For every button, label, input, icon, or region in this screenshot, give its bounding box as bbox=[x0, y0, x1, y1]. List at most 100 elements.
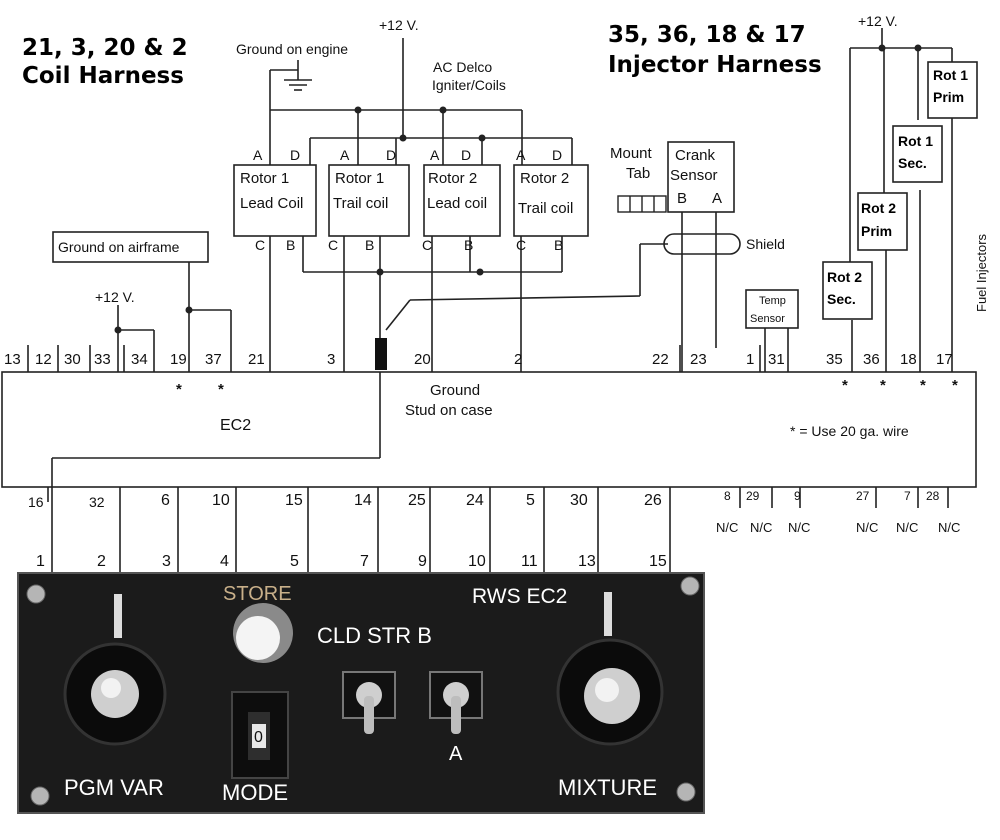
coil-label-line2: Lead coil bbox=[427, 195, 487, 212]
wire-asterisk: * bbox=[952, 377, 958, 394]
cld-str-toggle[interactable] bbox=[342, 671, 396, 734]
panel-pin: 4 bbox=[220, 553, 229, 570]
panel-pin: 2 bbox=[97, 553, 106, 570]
plus12-top-label: +12 V. bbox=[379, 17, 419, 33]
ground-stud-label-1: Ground bbox=[430, 382, 480, 399]
ec2-top-pin: 2 bbox=[514, 351, 522, 368]
screw-icon bbox=[680, 576, 700, 596]
injector-label-line1: Rot 1 bbox=[933, 67, 968, 83]
pgm-var-label: PGM VAR bbox=[64, 775, 164, 800]
ec2-top-pin: 18 bbox=[900, 351, 917, 368]
panel-pin: 11 bbox=[521, 553, 538, 570]
injector-harness-heading-1: 35, 36, 18 & 17 bbox=[608, 22, 806, 48]
ec2-bottom-pin: 10 bbox=[212, 492, 230, 509]
injector-label-line1: Rot 1 bbox=[898, 133, 933, 149]
coil-terminal-label: B bbox=[286, 237, 295, 253]
ec2-bottom-pin: 16 bbox=[28, 494, 44, 510]
ec2-label: EC2 bbox=[220, 417, 251, 434]
temp-sensor-box bbox=[745, 289, 799, 329]
ground-airframe-box bbox=[52, 231, 209, 263]
ec2-top-pin: 30 bbox=[64, 351, 81, 368]
shield-sleeve bbox=[663, 233, 741, 255]
ec2-top-pin: 21 bbox=[248, 351, 265, 368]
ec2-top-pin: 22 bbox=[652, 351, 669, 368]
crank-pin-b: B bbox=[677, 190, 687, 207]
store-button[interactable] bbox=[233, 603, 293, 663]
ec2-bottom-pin: 5 bbox=[526, 492, 535, 509]
knob-pointer-mark bbox=[114, 594, 122, 638]
ec2-bottom-pin: 9 bbox=[794, 489, 801, 503]
crank-pin-a: A bbox=[712, 190, 722, 207]
ground-airframe-label: Ground on airframe bbox=[58, 239, 180, 255]
coil-label-line1: Rotor 1 bbox=[335, 170, 384, 187]
pgm-var-knob[interactable] bbox=[63, 642, 167, 746]
b-a-toggle[interactable] bbox=[429, 671, 483, 734]
ec2-top-pin: 20 bbox=[414, 351, 431, 368]
panel-pin: 9 bbox=[418, 553, 427, 570]
mode-label: MODE bbox=[222, 780, 288, 805]
coil-terminal-label: A bbox=[340, 147, 350, 163]
ec2-bottom-pin: 32 bbox=[89, 494, 105, 510]
mount-tab-label-2: Tab bbox=[626, 165, 650, 182]
ec2-top-pin: 33 bbox=[94, 351, 111, 368]
injector-box-rot1-prim bbox=[927, 61, 978, 119]
ground-stud-post bbox=[375, 338, 387, 370]
nc-label: N/C bbox=[896, 520, 918, 535]
nc-label: N/C bbox=[788, 520, 810, 535]
coil-terminal-label: A bbox=[430, 147, 440, 163]
plus12-left-label: +12 V. bbox=[95, 289, 135, 305]
injector-label-line1: Rot 2 bbox=[827, 269, 862, 285]
coil-harness-heading-1: 21, 3, 20 & 2 bbox=[22, 35, 188, 61]
injector-box-rot2-prim bbox=[857, 192, 908, 251]
shield-label: Shield bbox=[746, 236, 785, 252]
ec2-bottom-pin: 7 bbox=[904, 489, 911, 503]
injector-harness-heading-2: Injector Harness bbox=[608, 52, 822, 78]
ac-delco-label-1: AC Delco bbox=[433, 59, 492, 75]
coil-label-line1: Rotor 2 bbox=[428, 170, 477, 187]
coil-label-line1: Rotor 2 bbox=[520, 170, 569, 187]
panel-pin: 15 bbox=[649, 553, 667, 570]
ec2-top-pin: 23 bbox=[690, 351, 707, 368]
coil-terminal-label: D bbox=[386, 147, 396, 163]
coil-terminal-label: D bbox=[461, 147, 471, 163]
coil-terminal-label: A bbox=[516, 147, 526, 163]
coil-terminal-label: C bbox=[516, 237, 526, 253]
coil-label-line2: Trail coil bbox=[518, 200, 573, 217]
ec2-bottom-pin: 6 bbox=[161, 492, 170, 509]
coil-terminal-label: D bbox=[290, 147, 300, 163]
ec2-top-pin: 1 bbox=[746, 351, 754, 368]
ec2-bottom-pin: 25 bbox=[408, 492, 426, 509]
wire-asterisk: * bbox=[920, 377, 926, 394]
wire-asterisk: * bbox=[218, 381, 224, 398]
temp-sensor-label-2: Sensor bbox=[750, 313, 785, 325]
panel-pin: 10 bbox=[468, 553, 486, 570]
screw-icon bbox=[26, 584, 46, 604]
store-label: STORE bbox=[223, 583, 292, 605]
ec2-top-pin: 34 bbox=[131, 351, 148, 368]
ec2-top-pin: 3 bbox=[327, 351, 335, 368]
coil-terminal-label: B bbox=[365, 237, 374, 253]
wire-asterisk: * bbox=[176, 381, 182, 398]
panel-pin: 5 bbox=[290, 553, 299, 570]
injector-box-rot2-sec bbox=[822, 261, 873, 320]
ec2-bottom-pin: 24 bbox=[466, 492, 484, 509]
crank-sensor-box bbox=[667, 141, 735, 213]
ec2-bottom-pin: 8 bbox=[724, 489, 731, 503]
coil-harness-heading-2: Coil Harness bbox=[22, 63, 184, 89]
ec2-bottom-pin: 27 bbox=[856, 489, 870, 503]
coil-label-line2: Trail coil bbox=[333, 195, 388, 212]
coil-terminal-label: C bbox=[422, 237, 432, 253]
ec2-bottom-pin: 29 bbox=[746, 489, 760, 503]
wire-asterisk: * bbox=[842, 377, 848, 394]
coil-label-line1: Rotor 1 bbox=[240, 170, 289, 187]
ec2-top-pin: 19 bbox=[170, 351, 187, 368]
injector-box-rot1-sec bbox=[892, 125, 943, 183]
nc-label: N/C bbox=[716, 520, 738, 535]
ec2-top-pin: 37 bbox=[205, 351, 222, 368]
coil-box-rotor2-lead bbox=[423, 164, 501, 237]
coil-box-rotor2-trail bbox=[513, 164, 589, 237]
mixture-knob[interactable] bbox=[556, 638, 664, 746]
mode-selector[interactable]: 0 bbox=[231, 691, 289, 779]
ec2-bottom-pin: 30 bbox=[570, 492, 588, 509]
